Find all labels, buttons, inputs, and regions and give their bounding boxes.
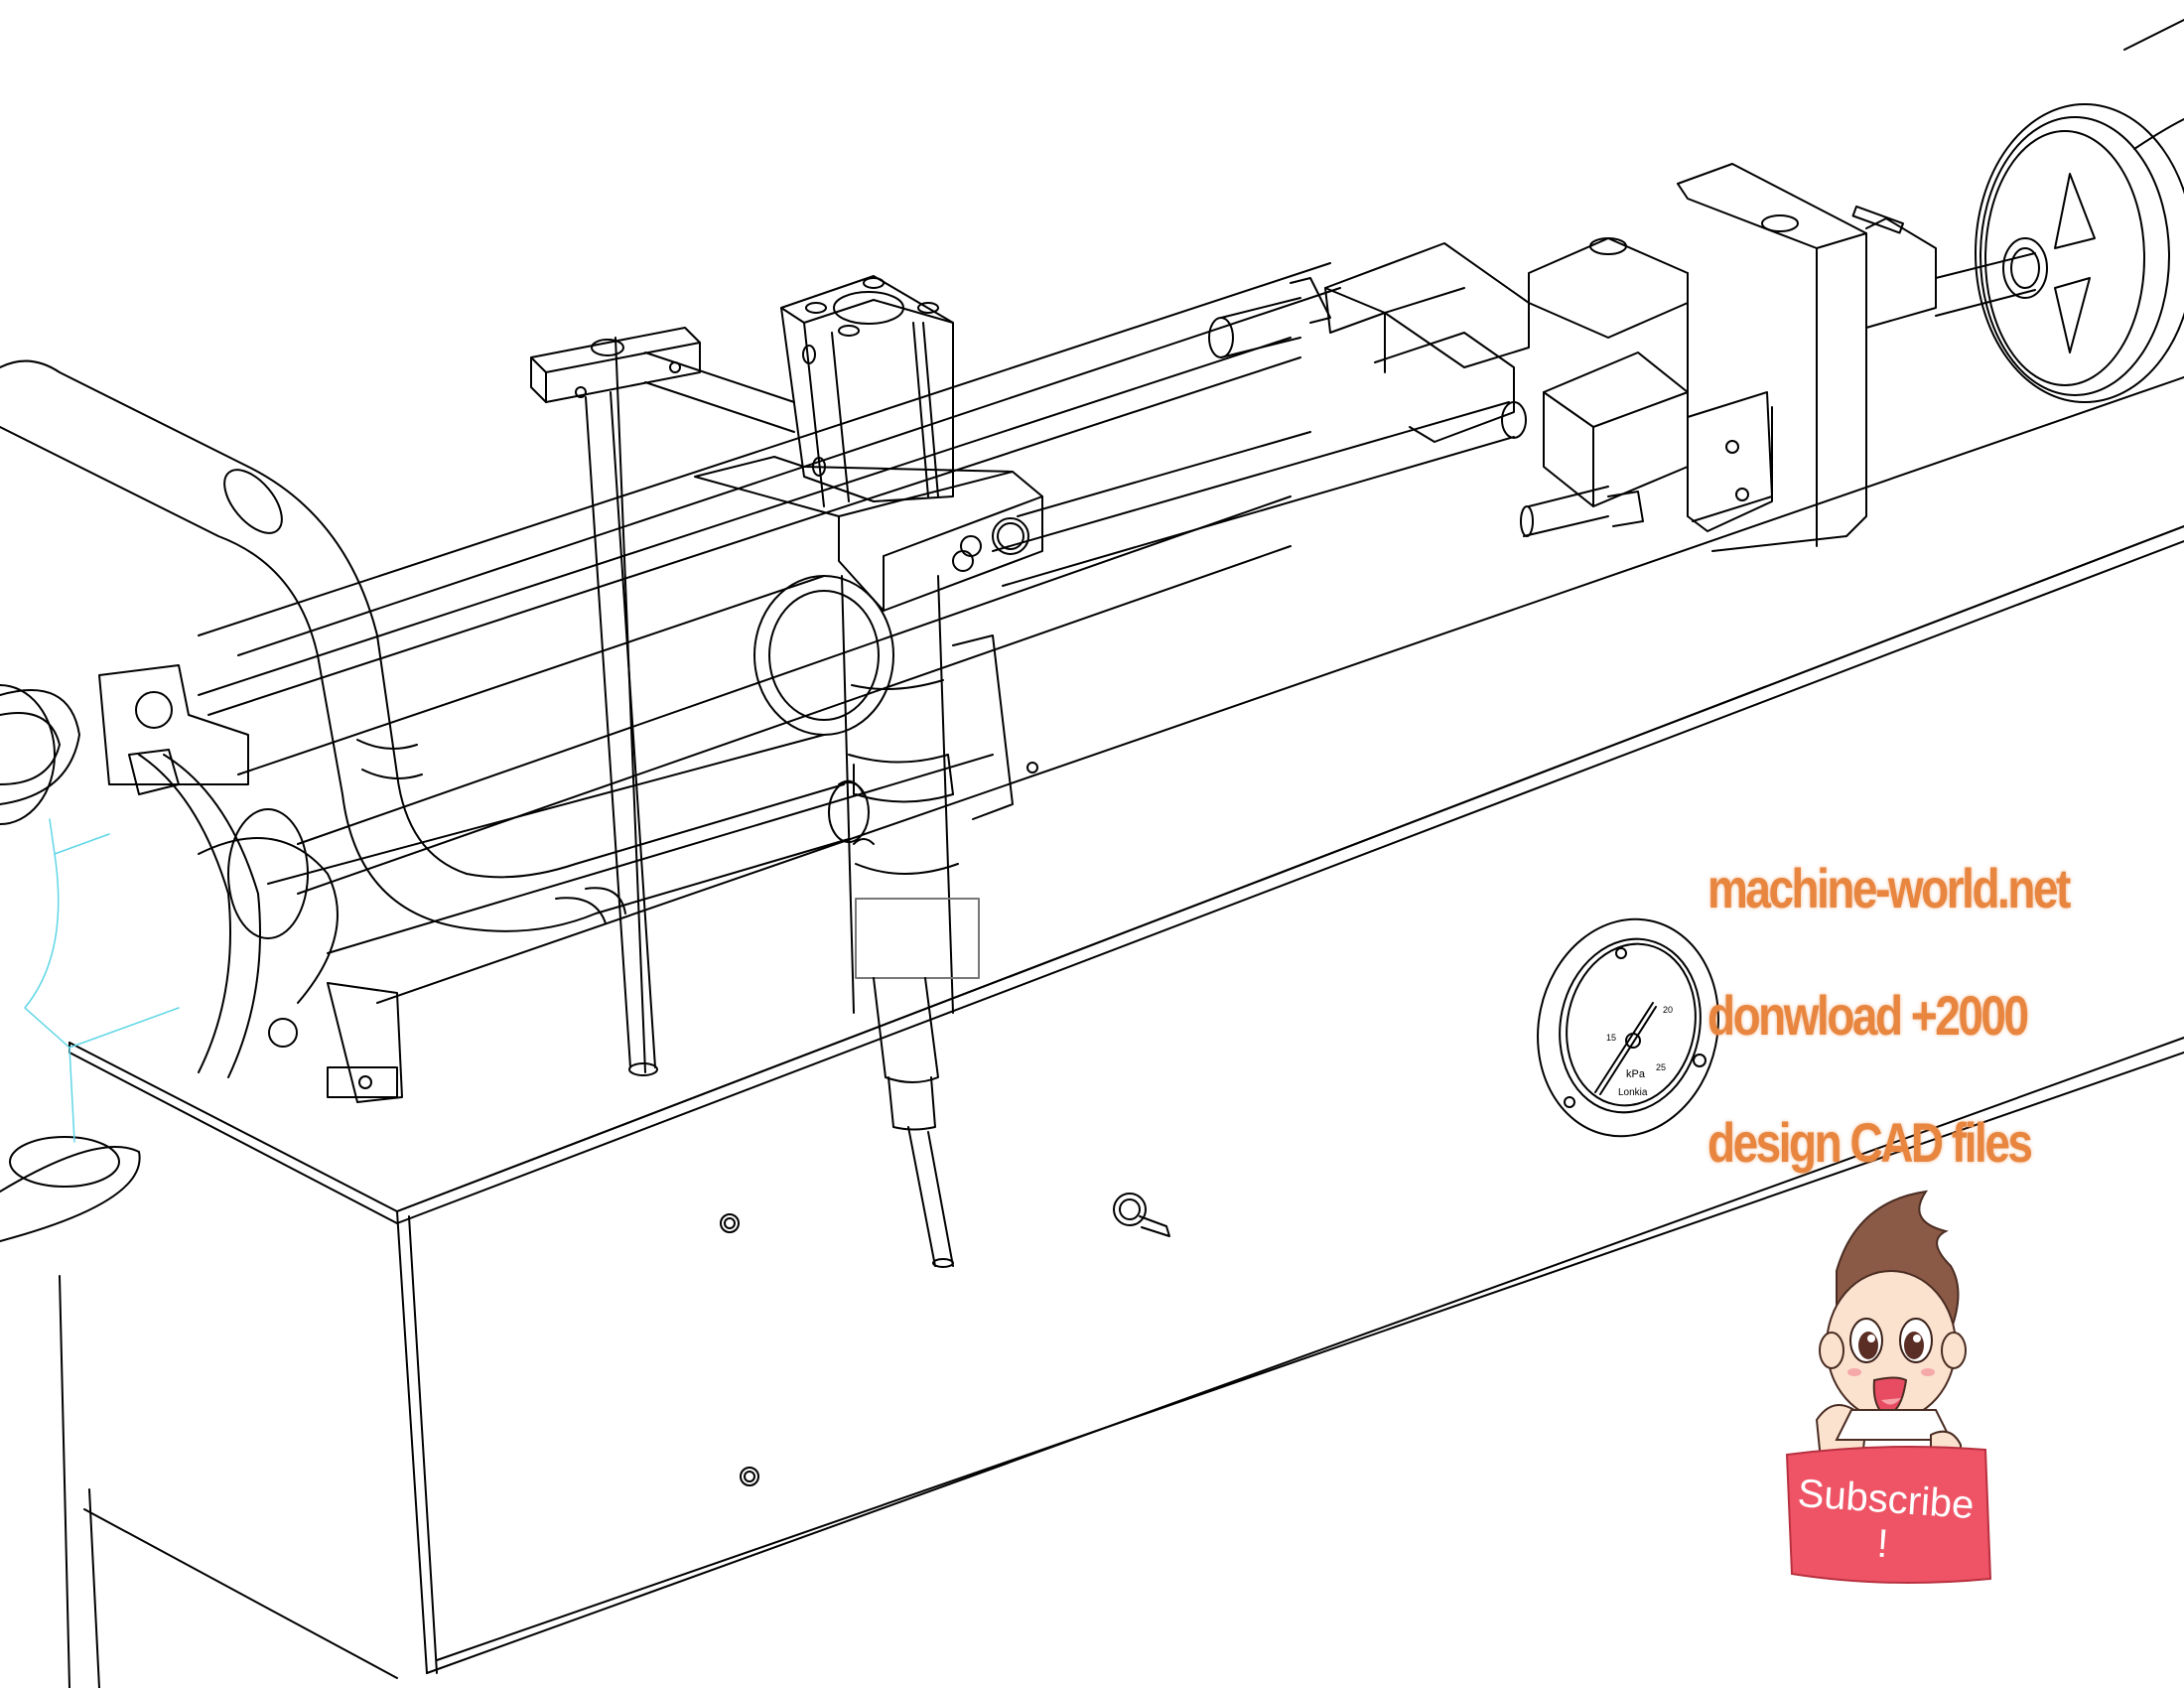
svg-text:20: 20 (1663, 1005, 1673, 1015)
vertical-support-rods (585, 337, 658, 1076)
upper-rods (644, 352, 1527, 587)
pneumatic-cylinder (780, 275, 954, 507)
rod-bracket-left (530, 327, 701, 403)
guide-rails (198, 262, 1341, 954)
mascot-icon (1815, 1190, 1967, 1471)
watermark-line-2: donwload +2000 (1707, 984, 2029, 1047)
subscribe-badge[interactable] (1777, 1182, 1995, 1599)
branch-pipe (838, 779, 875, 845)
subscribe-sign (1785, 1445, 1992, 1584)
handwheel (1935, 19, 2184, 403)
pump-cylinder-body (227, 575, 1014, 939)
svg-text:kPa: kPa (1626, 1068, 1646, 1080)
machine-base-box (59, 376, 2184, 1688)
cylinder-mount-block (694, 456, 1043, 612)
svg-text:Lonkia: Lonkia (1618, 1087, 1648, 1098)
tri-clamp-fittings (0, 664, 403, 1242)
svg-text:25: 25 (1656, 1062, 1666, 1072)
pressure-gauge: 15 20 25 kPa Lonkia (1537, 917, 1719, 1138)
highlight-outline (24, 818, 180, 1143)
filling-nozzle (841, 575, 980, 1268)
watermark-line-3: design CAD files (1707, 1111, 2033, 1174)
svg-text:15: 15 (1606, 1033, 1616, 1043)
subscribe-label[interactable]: Subscribe ! (1796, 1471, 1976, 1567)
right-slide-blocks (1208, 163, 1937, 552)
watermark-line-1: machine-world.net (1707, 857, 2071, 919)
